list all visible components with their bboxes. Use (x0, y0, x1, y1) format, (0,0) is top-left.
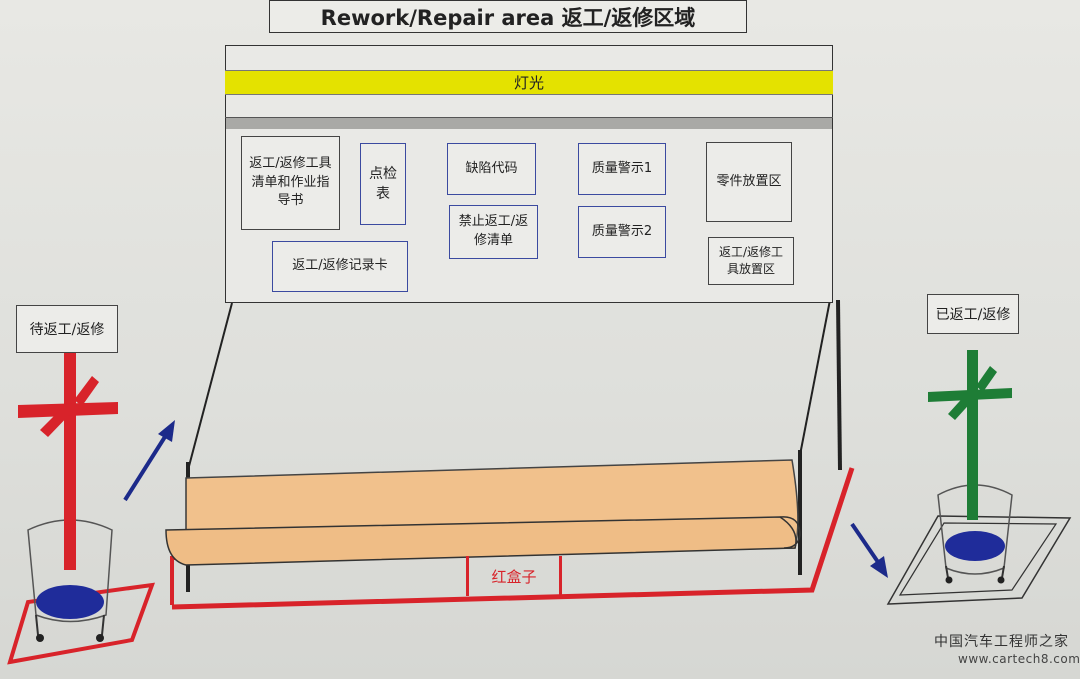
pending-floor-square (7, 582, 156, 665)
pending-rack (7, 350, 156, 665)
card-quality-alert-1: 质量警示1 (578, 143, 666, 195)
arrow-out-shaft (850, 522, 882, 567)
card-tool-list: 返工/返修工具清单和作业指导书 (241, 136, 340, 230)
stand-right-post (836, 299, 842, 471)
red-box-label: 红盒子 (466, 556, 562, 596)
pending-pole (64, 350, 76, 570)
card-quality-alert-2: 质量警示2 (578, 206, 666, 258)
stand-left-edge (187, 302, 233, 471)
board-grey-strip (226, 118, 832, 129)
watermark-text: 中国汽车工程师之家 (934, 634, 1069, 650)
light-bar: 灯光 (225, 70, 833, 95)
tray-front (165, 516, 797, 566)
sign-pending: 待返工/返修 (16, 305, 118, 353)
sign-done: 已返工/返修 (927, 294, 1019, 334)
done-rack (886, 350, 1072, 605)
card-checklist: 点检表 (360, 143, 406, 225)
red-box-outline (171, 467, 855, 610)
tray-right-curl (779, 516, 801, 549)
card-tool-area: 返工/返修工具放置区 (708, 237, 794, 285)
done-pole (967, 350, 978, 520)
watermark-url: www.cartech8.com (958, 652, 1080, 666)
done-bucket (937, 484, 1013, 575)
card-prohibited-list: 禁止返工/返修清单 (449, 205, 538, 259)
stand-right-edge (799, 299, 831, 456)
page-title: Rework/Repair area 返工/返修区域 (269, 0, 747, 33)
arrow-in-shaft (123, 430, 170, 502)
done-floor-square-outer (886, 515, 1072, 605)
done-floor-square-inner (898, 522, 1058, 596)
card-parts-area: 零件放置区 (706, 142, 792, 222)
board-divider (225, 117, 833, 118)
red-box-left (170, 556, 178, 605)
card-record-card: 返工/返修记录卡 (272, 241, 408, 292)
arrow-out-head (870, 556, 888, 578)
arrow-in-head (158, 420, 175, 442)
done-blue-disk (945, 531, 1005, 561)
card-defect-code: 缺陷代码 (447, 143, 536, 195)
pending-blue-disk (36, 585, 104, 619)
pending-bucket (27, 519, 113, 623)
